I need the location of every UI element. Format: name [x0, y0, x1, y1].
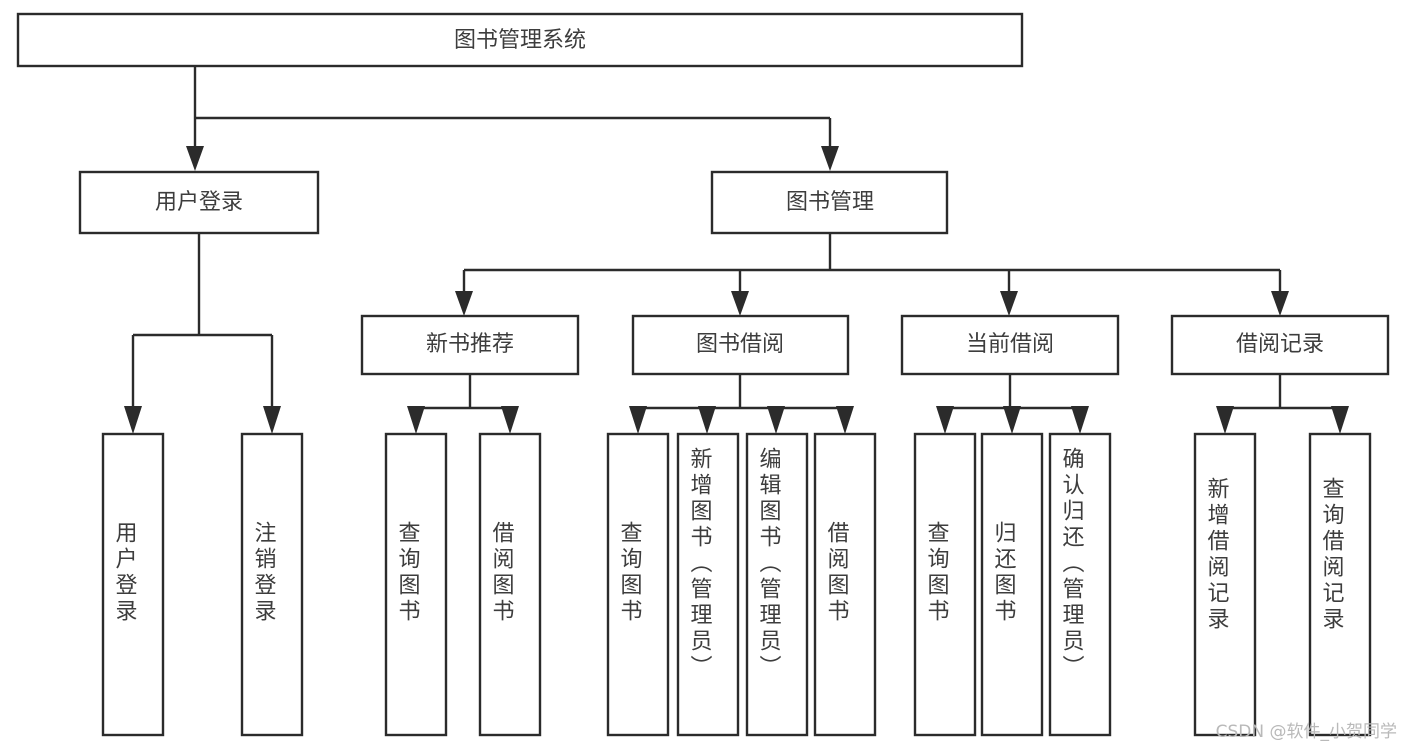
arrowhead-leaf-book-borrow-1 [698, 406, 716, 434]
leaf-box-current-borrow-2[interactable] [1048, 432, 1112, 737]
arrowhead-book-borrow [731, 291, 749, 316]
leaf-box-user-login-1[interactable] [240, 432, 304, 737]
leaf-box-book-borrow-2[interactable] [745, 432, 809, 737]
leaf-box-current-borrow-0[interactable] [913, 432, 977, 737]
node-current-borrow[interactable]: 当前借阅 [900, 314, 1120, 376]
node-root-label: 图书管理系统 [454, 28, 586, 53]
node-user-login[interactable]: 用户登录 [78, 170, 320, 235]
node-root[interactable]: 图书管理系统 [16, 12, 1024, 68]
arrowhead-leaf-current-borrow-1 [1003, 406, 1021, 434]
leaf-box-borrow-record-0[interactable] [1193, 432, 1257, 737]
arrowhead-leaf-book-borrow-0 [629, 406, 647, 434]
node-new-book-recommend[interactable]: 新书推荐 [360, 314, 580, 376]
arrowhead-leaf-user-login-1 [263, 406, 281, 434]
node-new-book-recommend-label: 新书推荐 [426, 332, 514, 357]
arrowhead-user-login [186, 146, 204, 171]
leaf-box-new-book-0[interactable] [384, 432, 448, 737]
arrowhead-leaf-borrow-record-1 [1331, 406, 1349, 434]
node-user-login-label: 用户登录 [155, 190, 243, 215]
node-book-management-box[interactable] [710, 170, 949, 235]
node-borrow-record-box[interactable] [1170, 314, 1390, 376]
arrowhead-current-borrow [1000, 291, 1018, 316]
arrowhead-book-mgmt [821, 146, 839, 171]
node-book-management-label: 图书管理 [786, 190, 874, 215]
arrowhead-leaf-new-book-1 [501, 406, 519, 434]
leaf-box-book-borrow-1[interactable] [676, 432, 740, 737]
arrowhead-leaf-book-borrow-3 [836, 406, 854, 434]
node-borrow-record[interactable]: 借阅记录 [1170, 314, 1390, 376]
node-current-borrow-label: 当前借阅 [966, 332, 1054, 357]
watermark-text: CSDN @软件_小贺同学 [1215, 722, 1397, 742]
leaf-box-borrow-record-1[interactable] [1308, 432, 1372, 737]
arrowhead-leaf-user-login-0 [124, 406, 142, 434]
leaf-box-new-book-1[interactable] [478, 432, 542, 737]
leaf-box-user-login-0[interactable] [101, 432, 165, 737]
arrowhead-leaf-current-borrow-0 [936, 406, 954, 434]
arrowhead-leaf-borrow-record-0 [1216, 406, 1234, 434]
node-current-borrow-box[interactable] [900, 314, 1120, 376]
node-new-book-recommend-box[interactable] [360, 314, 580, 376]
arrowhead-borrow-record [1271, 291, 1289, 316]
node-book-management[interactable]: 图书管理 [710, 170, 949, 235]
arrowhead-leaf-new-book-0 [407, 406, 425, 434]
leaf-box-book-borrow-3[interactable] [813, 432, 877, 737]
node-borrow-record-label: 借阅记录 [1236, 332, 1324, 357]
arrowhead-leaf-current-borrow-2 [1071, 406, 1089, 434]
node-book-borrow-label: 图书借阅 [696, 332, 784, 357]
node-root-box[interactable] [16, 12, 1024, 68]
node-book-borrow-box[interactable] [631, 314, 850, 376]
leaf-box-book-borrow-0[interactable] [606, 432, 670, 737]
arrowhead-leaf-book-borrow-2 [767, 406, 785, 434]
leaf-box-current-borrow-1[interactable] [980, 432, 1044, 737]
node-book-borrow[interactable]: 图书借阅 [631, 314, 850, 376]
arrowhead-new-book [455, 291, 473, 316]
